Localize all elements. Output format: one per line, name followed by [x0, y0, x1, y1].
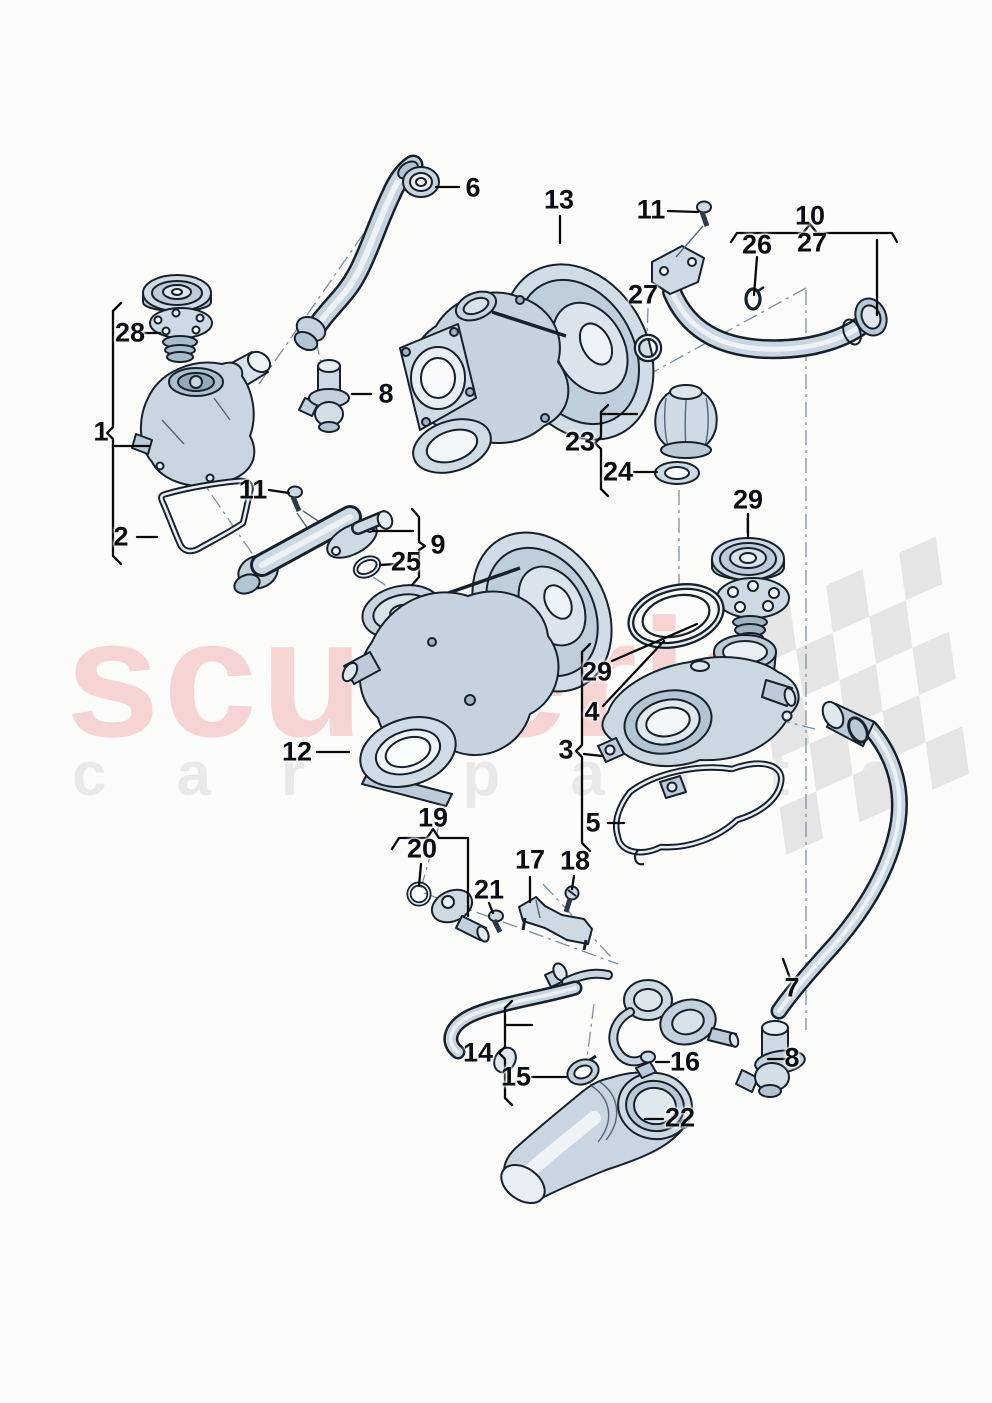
callout-15-29: 15 [500, 1061, 532, 1092]
callout-26-4: 26 [741, 229, 773, 260]
coolant-flange-8-right-illustration [735, 1020, 806, 1098]
checkered-flag-watermark [753, 536, 970, 855]
valve-cover-gasket-5-illustration [612, 760, 785, 866]
coolant-pipe-9-illustration [233, 505, 394, 595]
callout-23-10: 23 [564, 426, 596, 457]
callout-11-2: 11 [636, 194, 666, 225]
screw-11-top-illustration [675, 200, 712, 258]
callout-27-7: 27 [627, 279, 659, 310]
callout-24-11: 24 [602, 456, 634, 487]
seal-ring-4-illustration [627, 583, 725, 649]
bracket-17-illustration [518, 896, 593, 951]
gasket-2-illustration [158, 477, 254, 555]
washer-24-illustration [654, 461, 700, 485]
callout-29-13: 29 [732, 484, 764, 515]
breather-hose-6-illustration [293, 154, 440, 352]
callout-7-27: 7 [784, 972, 800, 1003]
sensor-19-illustration [430, 888, 490, 943]
purge-valve-14-16-illustration [443, 962, 740, 1074]
callout-20-23: 20 [406, 833, 438, 864]
callout-5-21: 5 [585, 807, 601, 838]
callout-6-0: 6 [465, 172, 481, 203]
callout-17-24: 17 [514, 844, 546, 875]
hose-clamp-26-illustration [744, 285, 765, 311]
callout-10-3: 10 [794, 200, 826, 231]
oil-separator-3-illustration [597, 634, 800, 799]
callout-8-31: 8 [784, 1042, 800, 1073]
callout-2-14: 2 [113, 521, 129, 552]
callout-29-17: 29 [581, 656, 613, 687]
callout-3-20: 3 [558, 734, 574, 765]
callout-9-15: 9 [430, 529, 446, 560]
expansion-cap-23-illustration [654, 384, 718, 459]
breather-pipe-10-illustration [651, 245, 888, 360]
callout-13-1: 13 [543, 184, 575, 215]
thermostat-cap-28-illustration [142, 274, 213, 363]
turbocharger-12-illustration [341, 531, 613, 807]
turbocharger-13-illustration [399, 263, 655, 474]
intake-duct-22-illustration [500, 1061, 693, 1205]
coolant-flange-8-left-illustration [298, 359, 350, 433]
hose-clamp-15-illustration [566, 1054, 600, 1086]
leader-lines [135, 185, 879, 1121]
breather-hose-7-illustration [770, 700, 908, 1020]
callout-22-32: 22 [664, 1102, 696, 1133]
screw-18-illustration [563, 885, 580, 913]
callout-19-22: 19 [417, 802, 449, 833]
callout-12-19: 12 [281, 736, 313, 767]
callout-18-25: 18 [559, 845, 591, 876]
callout-25-16: 25 [390, 546, 422, 577]
callout-16-30: 16 [669, 1046, 701, 1077]
o-ring-25-illustration [352, 555, 382, 579]
callout-14-28: 14 [462, 1037, 494, 1068]
screw-21-illustration [488, 909, 504, 934]
callout-27-5: 27 [796, 227, 828, 258]
o-ring-27-illustration [633, 333, 663, 363]
callout-8-8: 8 [378, 378, 394, 409]
callout-21-26: 21 [473, 874, 505, 905]
callout-28-6: 28 [114, 317, 146, 348]
callout-4-18: 4 [584, 696, 600, 727]
coolant-housing-1-illustration [131, 350, 272, 487]
group-brackets [105, 222, 899, 1107]
callout-1-9: 1 [93, 416, 109, 447]
callout-11-12: 11 [238, 474, 268, 505]
